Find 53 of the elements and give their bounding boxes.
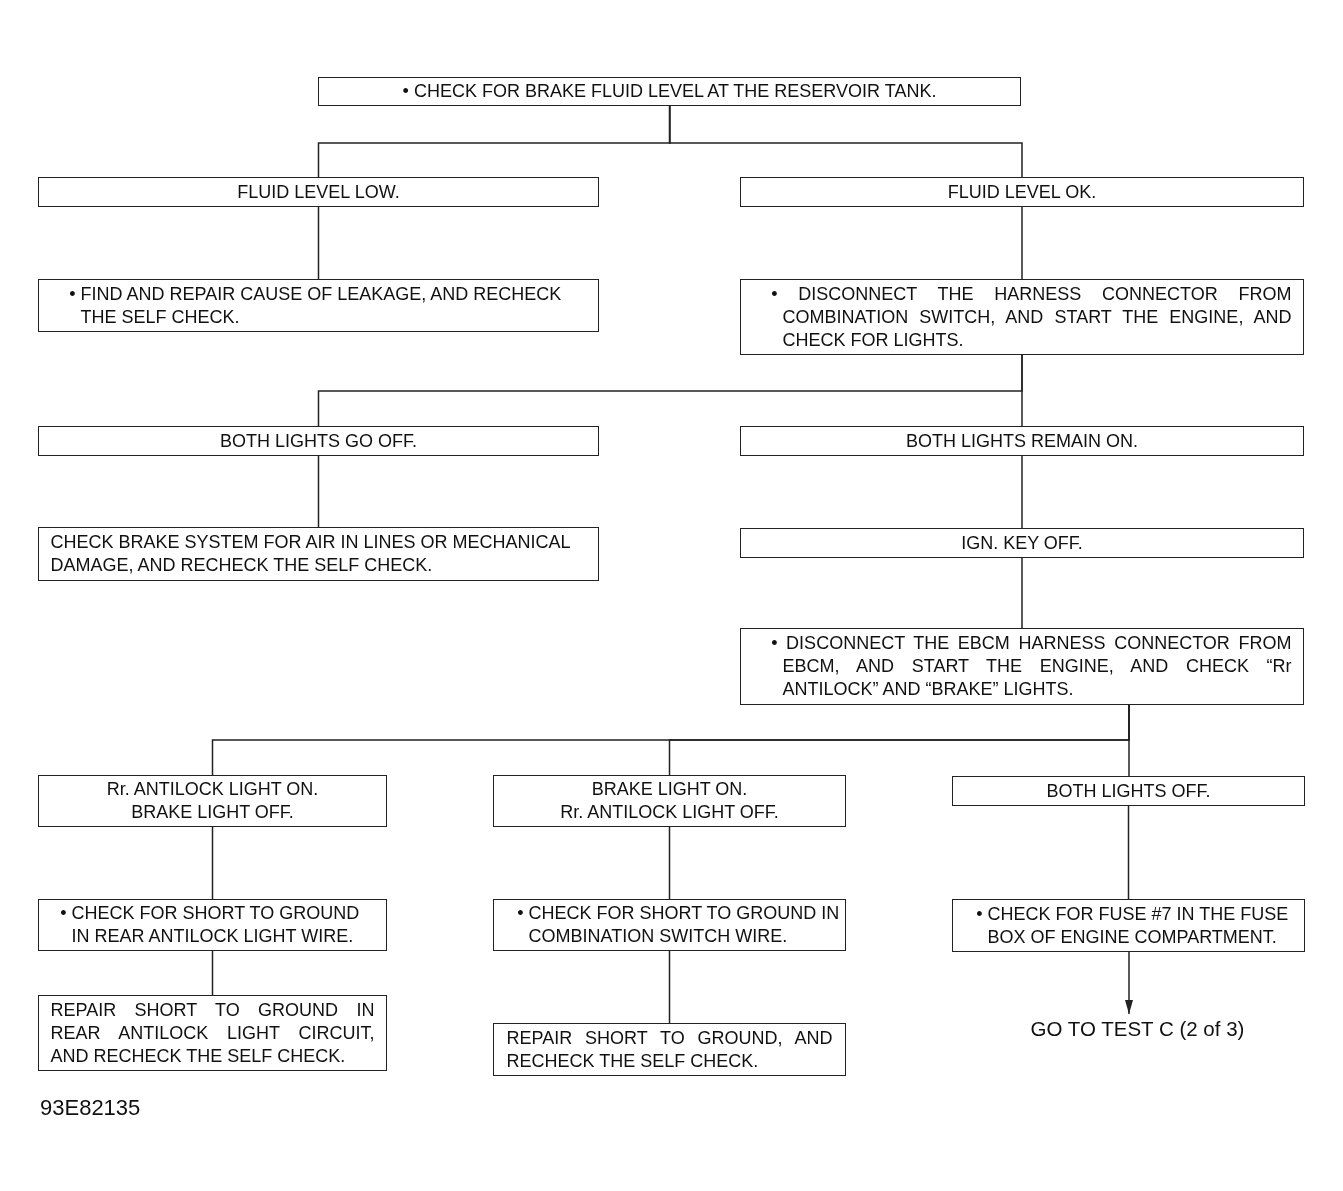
goto-text: GO TO TEST C (2 of 3) [1030, 1017, 1245, 1041]
connector-line [668, 826, 671, 900]
step-text: CHECK BRAKE SYSTEM FOR AIR IN LINES OR MECHANICAL DAMAGE, AND RECHECK THE SELF CHECK. [50, 531, 571, 577]
condition-text: BOTH LIGHTS REMAIN ON. [906, 429, 1138, 453]
connector-line [211, 950, 214, 996]
step-box [740, 628, 1304, 705]
condition-box [38, 775, 387, 827]
step-text: • DISCONNECT THE EBCM HARNESS CONNECTOR FROM EBCM, AND START THE ENGINE, AND CHECK “Rr ANTILOCK” AND “BRAKE” LIGHTS. [771, 632, 1292, 701]
step-box [493, 1023, 846, 1076]
connector-line [317, 105, 671, 178]
step-text: • CHECK FOR BRAKE FLUID LEVEL AT THE RESERVOIR TANK. [402, 80, 937, 103]
step-text: • CHECK FOR FUSE #7 IN THE FUSE BOX OF ENGINE COMPARTMENT. [976, 902, 1290, 949]
condition-text: FLUID LEVEL LOW. [237, 180, 400, 204]
step-box [38, 279, 599, 332]
condition-text: BRAKE LIGHT OFF. [131, 801, 294, 824]
condition-text: FLUID LEVEL OK. [947, 180, 1097, 204]
step-text: • FIND AND REPAIR CAUSE OF LEAKAGE, AND RECHECK THE SELF CHECK. [69, 282, 563, 329]
step-text: • DISCONNECT THE HARNESS CONNECTOR FROM COMBINATION SWITCH, AND START THE ENGINE, AND CHECK FOR LIGHTS. [771, 282, 1292, 352]
condition-box [740, 177, 1304, 207]
step-text: • CHECK FOR SHORT TO GROUND IN COMBINATION SWITCH WIRE. [517, 902, 841, 948]
connector-line [1021, 206, 1023, 280]
connector-line [317, 455, 320, 528]
condition-box [740, 426, 1304, 456]
connector-line [1021, 354, 1023, 427]
condition-box [38, 426, 599, 456]
step-text: REPAIR SHORT TO GROUND, AND RECHECK THE SELF CHECK. [506, 1026, 833, 1073]
connector-line [317, 206, 320, 280]
step-text: IGN. KEY OFF. [961, 531, 1083, 555]
condition-box [952, 776, 1305, 806]
condition-text: Rr. ANTILOCK LIGHT ON. [106, 778, 319, 801]
connector-line [1021, 557, 1023, 629]
connector-line [1128, 704, 1130, 777]
step-box [38, 899, 387, 951]
condition-text: BOTH LIGHTS OFF. [1046, 779, 1211, 803]
step-text: REPAIR SHORT TO GROUND IN REAR ANTILOCK LIGHT CIRCUIT, AND RECHECK THE SELF CHECK. [50, 998, 375, 1068]
condition-box [493, 775, 846, 827]
connector-line [1021, 455, 1023, 529]
connector-line [1127, 805, 1130, 900]
step-text: • CHECK FOR SHORT TO GROUND IN REAR ANTILOCK LIGHT WIRE. [60, 902, 361, 948]
condition-box [38, 177, 599, 207]
condition-text: Rr. ANTILOCK LIGHT OFF. [560, 801, 779, 824]
connector-line [668, 950, 671, 1024]
step-box [740, 528, 1304, 558]
figure-number: 93E82135 [40, 1095, 141, 1121]
connector-line [668, 105, 1023, 178]
connector-line [211, 826, 214, 900]
step-box [493, 899, 846, 951]
step-box [318, 77, 1021, 106]
condition-text: BRAKE LIGHT ON. [591, 778, 748, 801]
step-box [38, 527, 599, 581]
arrow [1125, 951, 1133, 1015]
step-box [952, 899, 1305, 952]
condition-text: BOTH LIGHTS GO OFF. [220, 429, 417, 453]
